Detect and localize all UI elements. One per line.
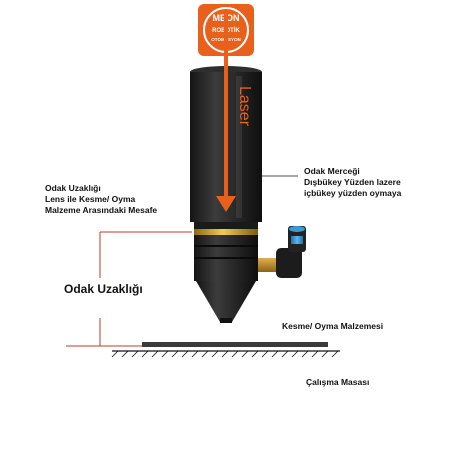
material-sheet [142,342,328,347]
work-table-hatching [111,350,339,358]
beam-arrow-shaft [224,12,228,200]
focus-lens-line2: Dışbükey Yüzden lazere [304,177,401,187]
focal-guides [66,231,192,347]
focus-lens-line3: içbükey yüzden oymaya [304,188,402,198]
housing-groove-2 [194,257,258,259]
laser-vertical-label: Laser [236,86,253,127]
work-table-label: Çalışma Masası [306,377,370,387]
elbow-body [276,248,302,278]
nozzle-tip [220,318,232,323]
brass-nut [258,258,278,272]
tube-highlight [236,76,242,218]
focal-desc-line1: Odak Uzaklığı [45,183,101,193]
focal-desc-label: Odak Uzaklığı Lens ile Kesme/ Oyma Malze… [45,183,157,216]
focus-lens-line1: Odak Merceği [304,166,360,176]
focal-desc-line3: Malzeme Arasındaki Mesafe [45,205,158,215]
focal-desc-line2: Lens ile Kesme/ Oyma [45,194,136,204]
gold-ring [194,229,258,235]
blue-cap [289,226,305,232]
nozzle-cone [196,281,256,322]
laser-tube: Laser [190,12,262,222]
housing-groove-1 [194,245,258,247]
focal-distance-label: Odak Uzaklığı [64,282,143,296]
lens-housing [194,222,258,281]
material-label: Kesme/ Oyma Malzemesi [282,321,384,331]
focus-lens-label: Odak Merceği Dışbükey Yüzden lazere içbü… [304,166,401,199]
air-fitting [258,226,306,278]
lens-leader-drop [255,175,259,197]
blue-collet [291,236,303,244]
beam-arrow-head [216,196,236,212]
